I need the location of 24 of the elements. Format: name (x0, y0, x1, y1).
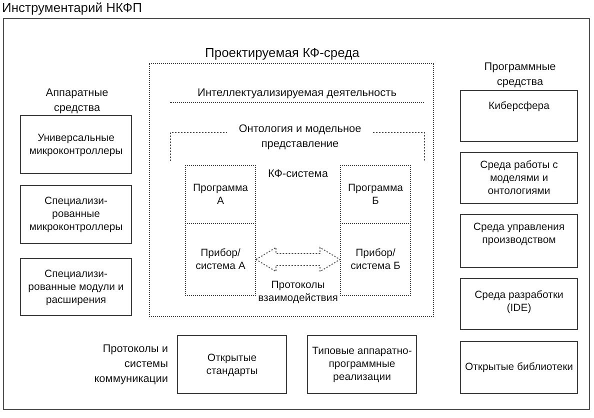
component-box: Специализи-рованные модули и расширения (20, 258, 132, 316)
group-label: Онтология и модельное представление (238, 122, 362, 152)
component-box: Среда управления производством (460, 214, 578, 268)
component-box: Открытые стандарты (177, 335, 287, 394)
component-box: Киберсфера (460, 90, 578, 142)
side-note: Протоколы и системы коммуникации (93, 342, 168, 387)
frame-title: Проектируемая КФ-среда (205, 45, 360, 61)
component-box: Специализи-рованные микроконтроллеры (20, 185, 132, 244)
system-part-box: Программа Б (340, 165, 411, 224)
component-box: Типовые аппаратно-программные реализации (307, 335, 417, 394)
system-label: КФ-система (267, 167, 329, 182)
system-part-box: Программа А (185, 165, 256, 224)
system-part-box: Прибор/ система Б (340, 223, 411, 296)
edge-label: Протоколы взаимодействия (258, 279, 338, 305)
component-box: Открытые библиотеки (460, 341, 578, 394)
frame-title: Инструментарий НКФП (2, 0, 142, 16)
column-heading: Аппаратные средства (44, 86, 110, 116)
component-box: Среда разработки (IDE) (460, 278, 578, 330)
component-box: Универсальные микроконтроллеры (20, 115, 132, 174)
system-part-box: Прибор/ система А (185, 223, 256, 296)
double-arrow (255, 246, 341, 272)
component-box: Среда работы с моделями и онтологиями (460, 152, 578, 204)
activity-band: Интеллектуализируемая деятельность (170, 86, 424, 103)
column-heading: Программные средства (483, 60, 557, 90)
